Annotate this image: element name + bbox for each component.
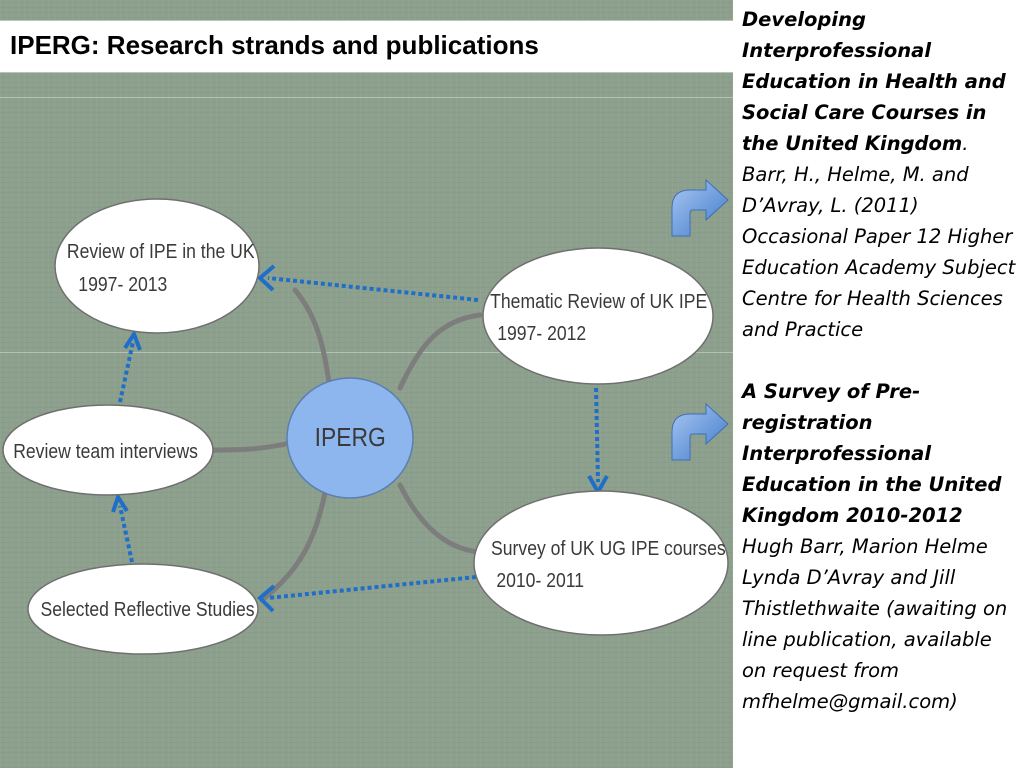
connector-line	[397, 482, 481, 555]
dotted-arrow	[118, 505, 134, 563]
node-label: Review team interviews	[13, 440, 198, 462]
dotted-arrow	[267, 575, 477, 600]
node-thematic-review: Thematic Review of UK IPE 1997- 2012	[482, 247, 714, 385]
arrowhead	[587, 475, 609, 497]
node-label: Survey of UK UG IPE courses	[491, 537, 726, 559]
slide-title: IPERG: Research strands and publications	[10, 30, 539, 60]
node-date: 2010- 2011	[496, 569, 584, 591]
connector-line	[209, 440, 293, 453]
publication-details: Hugh Barr, Marion Helme Lynda D’Avray an…	[742, 535, 1008, 713]
connector-line	[397, 312, 483, 391]
publications-panel: Developing Interprofessional Education i…	[742, 4, 1020, 748]
connector-line	[259, 490, 328, 603]
research-diagram: Review of IPE in the UK 1997- 2013 Thema…	[2, 178, 729, 655]
title-bar: IPERG: Research strands and publications	[0, 20, 733, 73]
node-label: Selected Reflective Studies	[40, 598, 254, 620]
dotted-arrow	[267, 276, 479, 302]
dotted-arrow	[594, 387, 600, 483]
connector-line	[292, 287, 333, 393]
node-date: 1997- 2013	[78, 273, 167, 295]
bent-arrow-icon	[671, 402, 729, 461]
node-label: Thematic Review of UK IPE	[490, 290, 707, 312]
divider-line	[0, 352, 733, 353]
node-label: Review of IPE in the UK	[67, 240, 255, 262]
publication-details: . Barr, H., Helme, M. and D’Avray, L. (2…	[742, 132, 1016, 341]
publication-entry: Developing Interprofessional Education i…	[742, 4, 1020, 345]
arrowhead	[123, 329, 142, 351]
node-review-team-interviews: Review team interviews	[2, 404, 214, 496]
connectors	[209, 287, 483, 603]
publication-title: A Survey of Pre-registration Interprofes…	[742, 380, 1002, 527]
center-label: IPERG	[315, 424, 386, 453]
node-survey-ug: Survey of UK UG IPE courses 2010- 2011	[473, 490, 729, 636]
node-reflective-studies: Selected Reflective Studies	[27, 563, 259, 655]
node-center-iperg: IPERG	[286, 377, 414, 499]
arrowhead	[257, 584, 276, 613]
dotted-arrows	[118, 276, 600, 600]
node-review-ipe-uk: Review of IPE in the UK 1997- 2013	[54, 198, 260, 334]
node-date: 1997- 2012	[497, 322, 586, 344]
publication-entry: A Survey of Pre-registration Interprofes…	[742, 376, 1020, 717]
divider-line	[0, 97, 733, 98]
arrowhead	[256, 264, 276, 292]
publication-title: Developing Interprofessional Education i…	[742, 8, 1006, 155]
dotted-arrow	[118, 341, 135, 403]
arrowhead	[111, 492, 129, 513]
bent-arrow-icon	[671, 178, 729, 237]
